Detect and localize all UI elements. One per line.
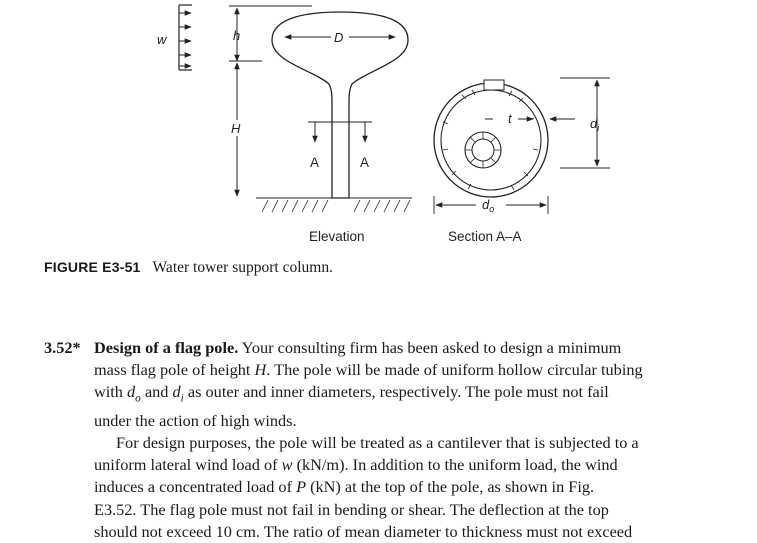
problem-line-7: induces a concentrated load of P (kN) at… <box>94 477 595 497</box>
figure-drawing: w h H D A A <box>157 4 610 244</box>
section-a-a: t di do Section A–A <box>433 77 610 244</box>
problem-line-3: with do and di as outer and inner diamet… <box>94 382 609 405</box>
problem-title: Design of a flag pole. <box>94 338 239 357</box>
label-w: w <box>157 32 168 47</box>
problem-text-1: Your consulting firm has been asked to d… <box>241 338 622 357</box>
figure-caption: FIGURE E3-51 Water tower support column. <box>44 259 333 277</box>
problem-line-4: under the action of high winds. <box>94 410 297 430</box>
problem-line-8: E3.52. The flag pole must not fail in be… <box>94 499 609 519</box>
figure-number: FIGURE E3-51 <box>44 259 141 275</box>
problem-3-52: 3.52* Design of a flag pole. Your consult… <box>44 337 734 543</box>
problem-line-2: mass flag pole of height H. The pole wil… <box>94 360 643 380</box>
label-t: t <box>508 111 513 126</box>
label-H: H <box>231 121 241 136</box>
water-tower-elevation: D A A Elevation <box>256 11 412 244</box>
problem-line-6: uniform lateral wind load of w (kN/m). I… <box>94 455 618 475</box>
label-h: h <box>233 28 240 43</box>
label-d-o: do <box>482 197 494 214</box>
label-D: D <box>334 30 343 45</box>
caption-section: Section A–A <box>448 229 522 244</box>
problem-line-9: should not exceed 10 cm. The ratio of me… <box>94 521 633 541</box>
caption-elevation: Elevation <box>309 229 365 244</box>
dimension-h: h <box>229 5 312 62</box>
section-mark-left: A <box>310 155 319 170</box>
figure-e3-51: w h H D A A <box>157 4 610 244</box>
problem-line-1: 3.52* Design of a flag pole. Your consult… <box>44 337 734 359</box>
figure-caption-text: Water tower support column. <box>152 259 333 276</box>
problem-line-5: For design purposes, the pole will be tr… <box>116 433 639 453</box>
label-d-i: di <box>590 116 600 133</box>
dimension-H: H <box>229 60 262 197</box>
problem-number: 3.52* <box>44 338 81 357</box>
section-mark-right: A <box>360 155 369 170</box>
wind-load-diagram: w <box>157 4 192 71</box>
